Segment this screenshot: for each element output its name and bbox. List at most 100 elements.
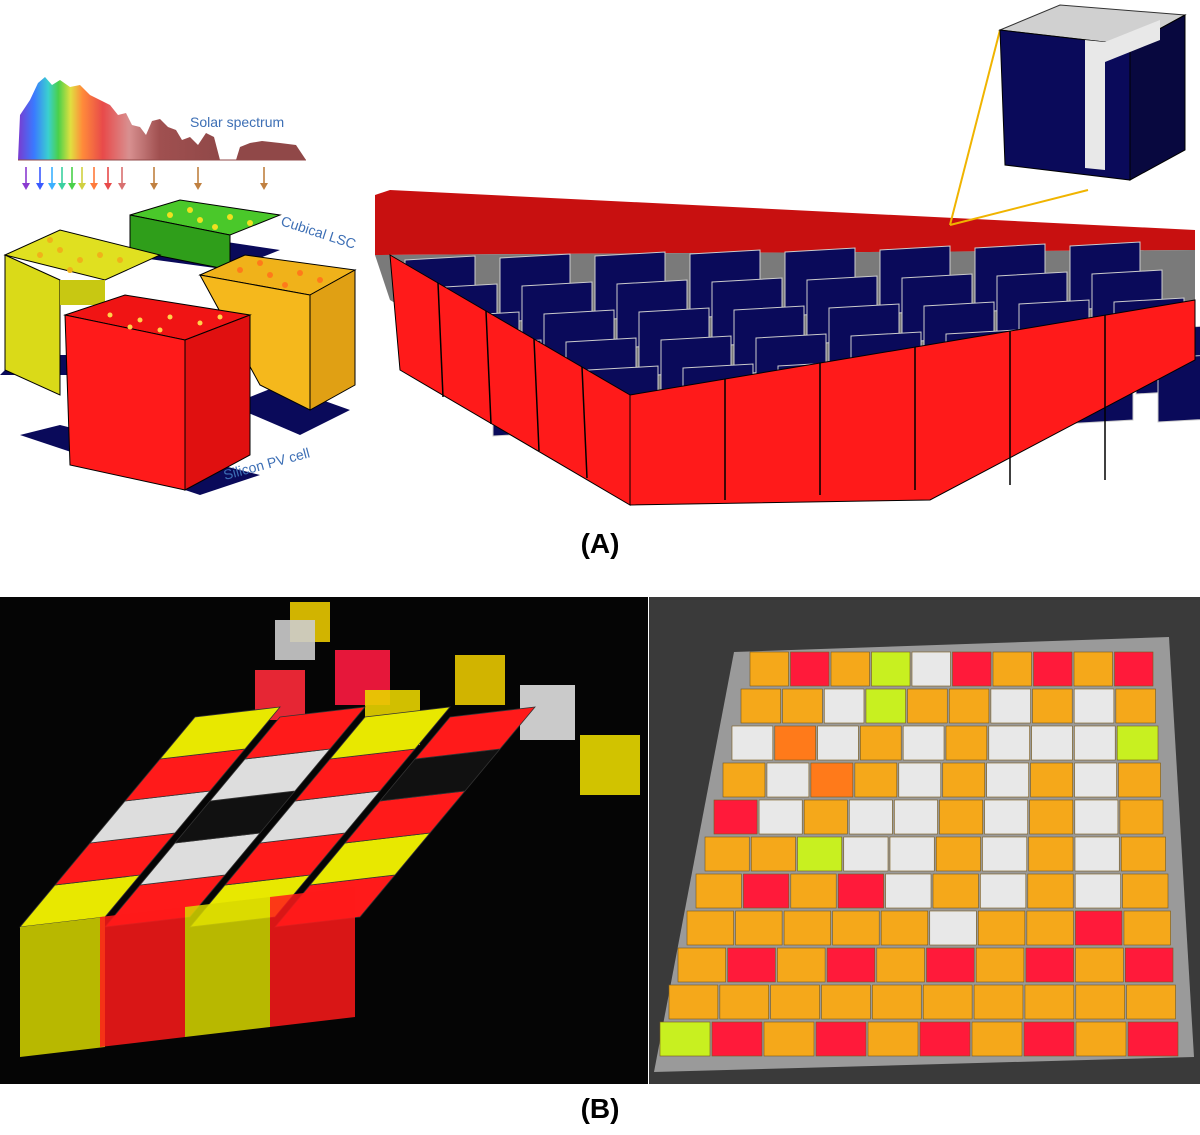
array-tile	[1028, 836, 1074, 872]
front-divider	[437, 282, 444, 398]
array-tile	[1074, 762, 1117, 798]
array-tile	[885, 873, 932, 909]
array-tile	[704, 836, 750, 872]
array-tile	[1119, 799, 1164, 835]
solar-spectrum-graphic	[18, 77, 306, 161]
array-tile	[1025, 947, 1074, 983]
front-divider	[485, 310, 492, 425]
array-tile	[686, 910, 734, 946]
array-tile	[1127, 1021, 1179, 1057]
array-tile	[797, 836, 843, 872]
array-tile	[932, 873, 979, 909]
array-tile	[832, 910, 880, 946]
inset-cube-detail	[949, 4, 1187, 226]
array-tile	[926, 947, 975, 983]
array-tile	[898, 762, 942, 798]
array-tiles	[659, 651, 1179, 1057]
array-tile	[942, 762, 986, 798]
loose-cube	[455, 655, 505, 705]
assembled-cube-block	[19, 706, 536, 1057]
array-tile	[711, 1021, 763, 1057]
array-tile	[677, 947, 727, 983]
panel-b-label: (B)	[580, 1093, 620, 1124]
solar-spectrum-label: Solar spectrum	[190, 114, 284, 130]
array-tile	[1024, 984, 1075, 1020]
array-tile	[889, 836, 935, 872]
array-tile	[790, 651, 830, 687]
block-cube-top	[329, 706, 451, 760]
array-tile	[668, 984, 719, 1020]
array-tile	[740, 688, 781, 724]
array-tile	[860, 725, 902, 761]
loose-cube	[580, 735, 640, 795]
array-tile	[763, 1021, 815, 1057]
array-tile	[750, 836, 796, 872]
array-tile	[1122, 873, 1169, 909]
array-tile	[815, 1021, 867, 1057]
array-tile	[810, 762, 854, 798]
array-tile	[935, 836, 981, 872]
photo-cube-prototypes	[0, 597, 648, 1084]
array-tile	[871, 651, 911, 687]
array-tile	[1123, 910, 1171, 946]
array-tile	[727, 947, 776, 983]
array-tile	[719, 984, 769, 1020]
orange-lsc-cube	[198, 254, 357, 411]
array-tile	[980, 873, 1027, 909]
array-tile	[922, 984, 973, 1020]
lsc-cubes-illustration: Solar spectrum	[0, 77, 358, 495]
array-tile	[1116, 725, 1159, 761]
photo-cube-array	[649, 597, 1200, 1084]
array-tile	[919, 1021, 971, 1057]
array-tile	[1027, 873, 1074, 909]
array-tile	[821, 984, 871, 1020]
array-tile	[803, 799, 848, 835]
array-tile	[973, 984, 1024, 1020]
array-tile	[872, 984, 922, 1020]
array-tile	[713, 799, 758, 835]
array-tile	[1075, 1021, 1127, 1057]
array-tile	[1033, 651, 1073, 687]
array-tile	[945, 725, 988, 761]
yellow-lsc-cube	[3, 229, 162, 396]
loose-cube	[275, 620, 315, 660]
array-tile	[1115, 688, 1156, 724]
array-tile	[1075, 947, 1124, 983]
array-tile	[843, 836, 889, 872]
array-tile	[849, 799, 893, 835]
array-tile	[1114, 651, 1154, 687]
cubical-lsc-label: Cubical LSC	[279, 213, 358, 252]
array-tile	[971, 1021, 1023, 1057]
front-divider	[581, 366, 588, 479]
array-tile	[659, 1021, 711, 1057]
array-tile	[749, 651, 789, 687]
array-tile	[982, 836, 1028, 872]
array-tile	[948, 688, 990, 724]
block-cube-top	[159, 706, 281, 760]
array-tile	[735, 910, 783, 946]
array-tile	[1029, 799, 1074, 835]
array-tile	[770, 984, 820, 1020]
array-tile	[975, 947, 1025, 983]
array-tile	[1118, 762, 1161, 798]
array-tile	[743, 873, 790, 909]
array-tile	[817, 725, 859, 761]
array-tile	[1124, 947, 1174, 983]
array-tile	[1026, 910, 1074, 946]
loose-cubes	[255, 602, 640, 795]
array-tile	[782, 688, 823, 724]
array-tile	[1032, 688, 1073, 724]
array-tile	[1075, 910, 1123, 946]
array-tile	[1073, 688, 1115, 724]
front-divider	[533, 338, 540, 452]
array-tile	[826, 947, 876, 983]
array-tile	[867, 1021, 919, 1057]
array-tile	[824, 688, 865, 724]
fluorophore-dots	[37, 207, 323, 333]
array-tile	[911, 651, 951, 687]
array-tile	[783, 910, 831, 946]
array-tile	[902, 725, 945, 761]
block-cube-top	[414, 706, 536, 760]
cube-array-image	[649, 597, 1200, 1084]
array-tile	[929, 910, 977, 946]
